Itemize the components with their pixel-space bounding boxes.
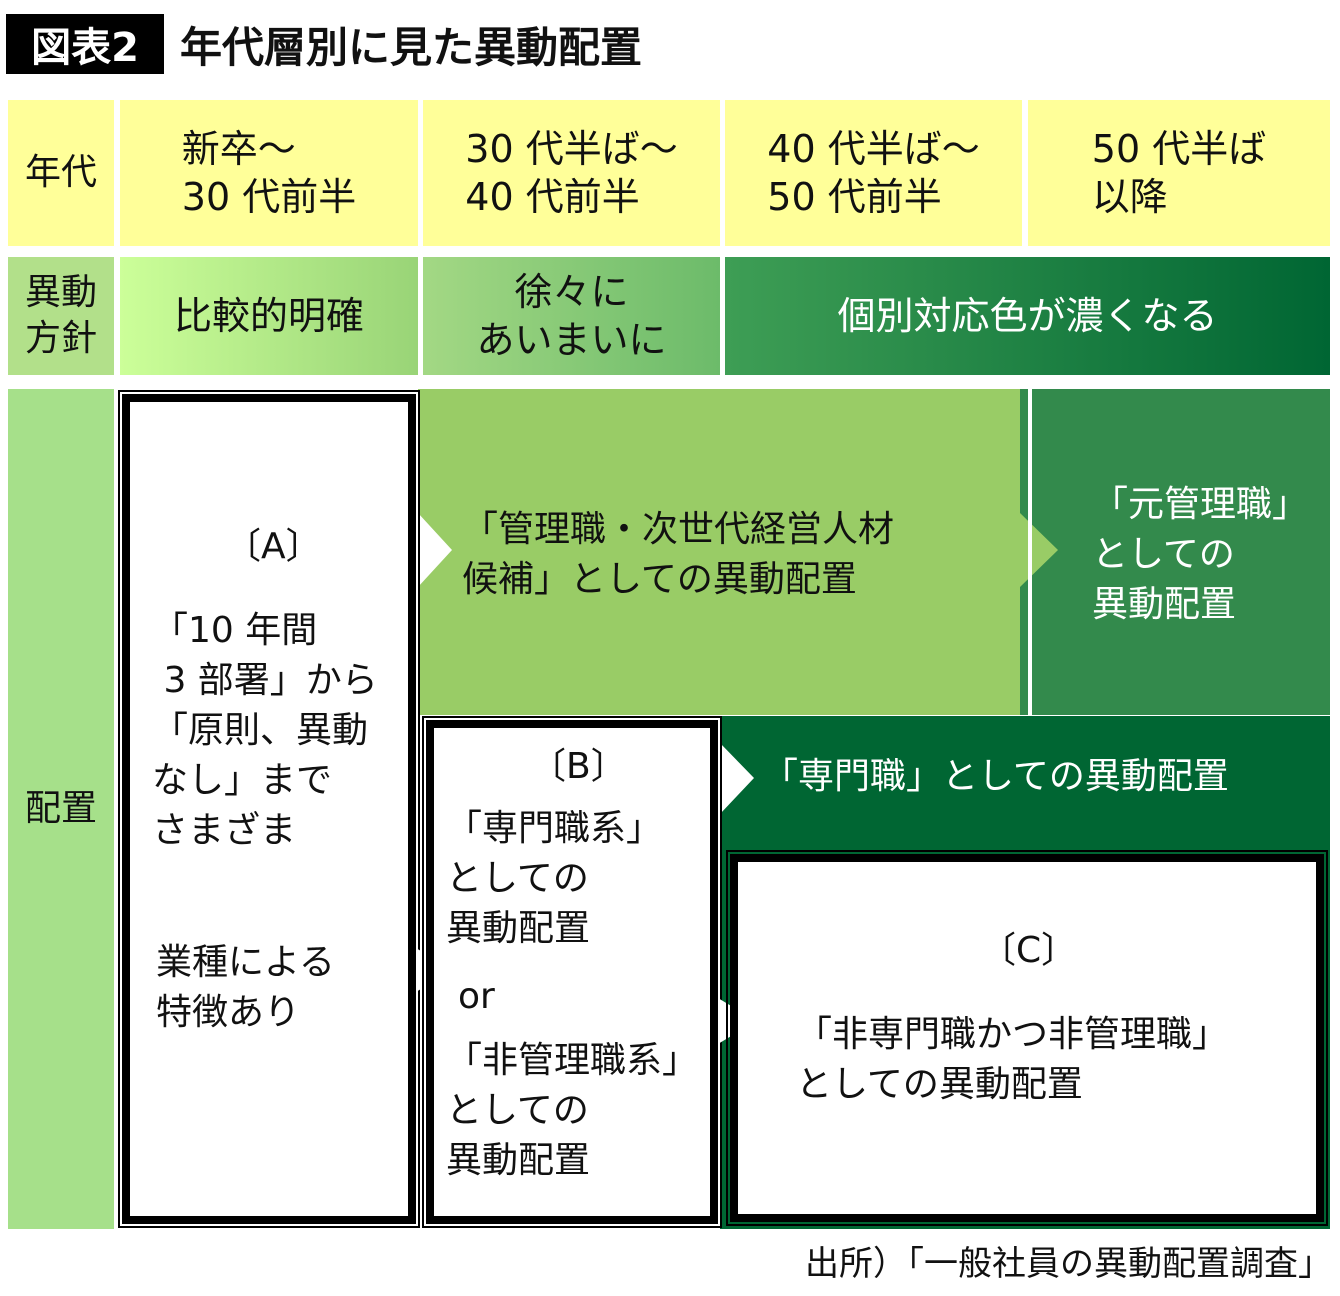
box-c-text: 「非専門職かつ非管理職」 としての異動配置: [796, 1014, 1229, 1105]
box-c-label: 〔C〕: [980, 930, 1078, 971]
management-area: [418, 389, 1058, 715]
box-a: [118, 390, 420, 1228]
age-group-1: 新卒～ 30 代前半: [120, 100, 418, 246]
box-b-label: 〔B〕: [530, 746, 627, 787]
title-badge: 図表2: [6, 14, 164, 74]
former-management-area: [1020, 389, 1330, 715]
box-b-or: or: [458, 976, 495, 1017]
policy-2: 徐々に あいまいに: [423, 257, 720, 375]
row-label-policy: 異動 方針: [8, 257, 114, 375]
box-b-text-2: 「非管理職系」 としての 異動配置: [446, 1040, 699, 1181]
box-c: [726, 850, 1328, 1226]
row-label-placement: 配置: [8, 389, 114, 1229]
title: 年代層別に見た異動配置: [180, 22, 643, 72]
age-group-2: 30 代半ば～ 40 代前半: [423, 100, 720, 246]
former-management-text: 「元管理職」 としての 異動配置: [1092, 484, 1309, 625]
policy-1: 比較的明確: [120, 257, 418, 375]
specialist-text: 「専門職」としての異動配置: [762, 756, 1229, 797]
box-a-note: 業種による 特徴あり: [156, 942, 335, 1033]
source-note: 出所）「一般社員の異動配置調査」: [805, 1244, 1332, 1284]
age-group-4: 50 代半ば 以降: [1028, 100, 1330, 246]
divider: [1028, 389, 1032, 715]
box-a-text: 「10 年間 3 部署」から 「原則、異動 なし」まで さまざま: [152, 610, 378, 851]
box-b: [422, 716, 722, 1228]
row-label-age: 年代: [8, 100, 114, 246]
age-group-3: 40 代半ば～ 50 代前半: [725, 100, 1022, 246]
box-b-text-1: 「専門職系」 としての 異動配置: [446, 808, 663, 949]
management-text: 「管理職・次世代経営人材 候補」としての異動配置: [462, 509, 895, 600]
policy-3: 個別対応色が濃くなる: [725, 257, 1330, 375]
box-a-label: 〔A〕: [225, 526, 322, 567]
